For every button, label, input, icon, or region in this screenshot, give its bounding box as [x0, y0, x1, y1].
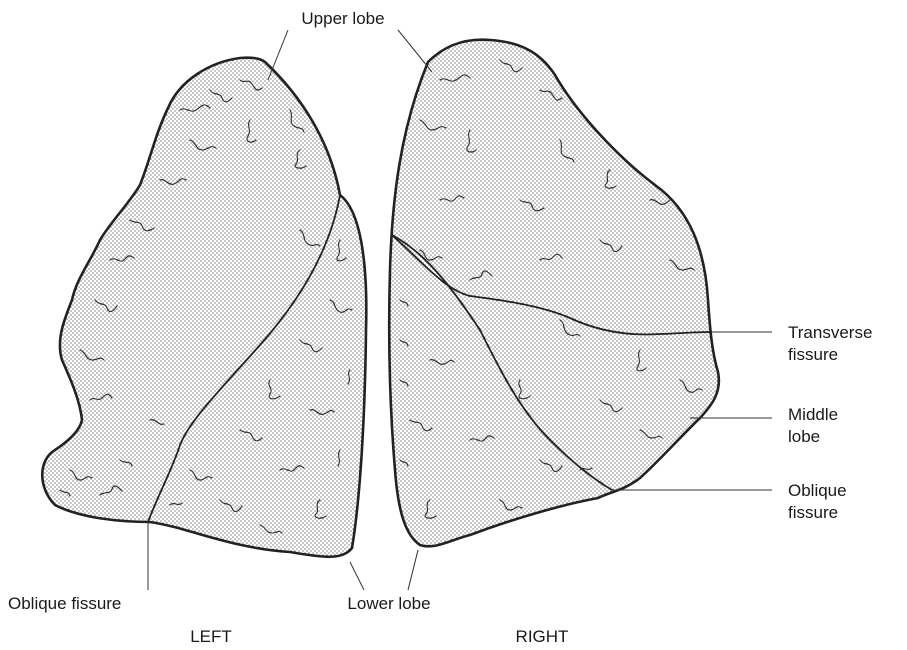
right-lung-outline	[389, 40, 719, 547]
leader-lower-lobe-left	[350, 562, 364, 590]
left-lung-outline	[42, 58, 366, 557]
label-middle-line2: lobe	[788, 427, 820, 446]
left-lung	[42, 58, 366, 557]
label-oblique-right-line2: fissure	[788, 503, 838, 522]
label-lower-lobe: Lower lobe	[347, 594, 430, 613]
leader-upper-lobe-left	[268, 30, 288, 80]
label-transverse-line2: fissure	[788, 345, 838, 364]
caption-left: LEFT	[190, 627, 232, 646]
leader-upper-lobe-right	[398, 30, 432, 72]
label-middle-line1: Middle	[788, 405, 838, 424]
caption-right: RIGHT	[516, 627, 569, 646]
label-upper-lobe: Upper lobe	[301, 9, 384, 28]
label-oblique-right-line1: Oblique	[788, 481, 847, 500]
label-transverse-line1: Transverse	[788, 323, 872, 342]
label-oblique-left: Oblique fissure	[8, 594, 121, 613]
right-lung	[389, 40, 719, 547]
leader-lower-lobe-right	[408, 550, 418, 590]
